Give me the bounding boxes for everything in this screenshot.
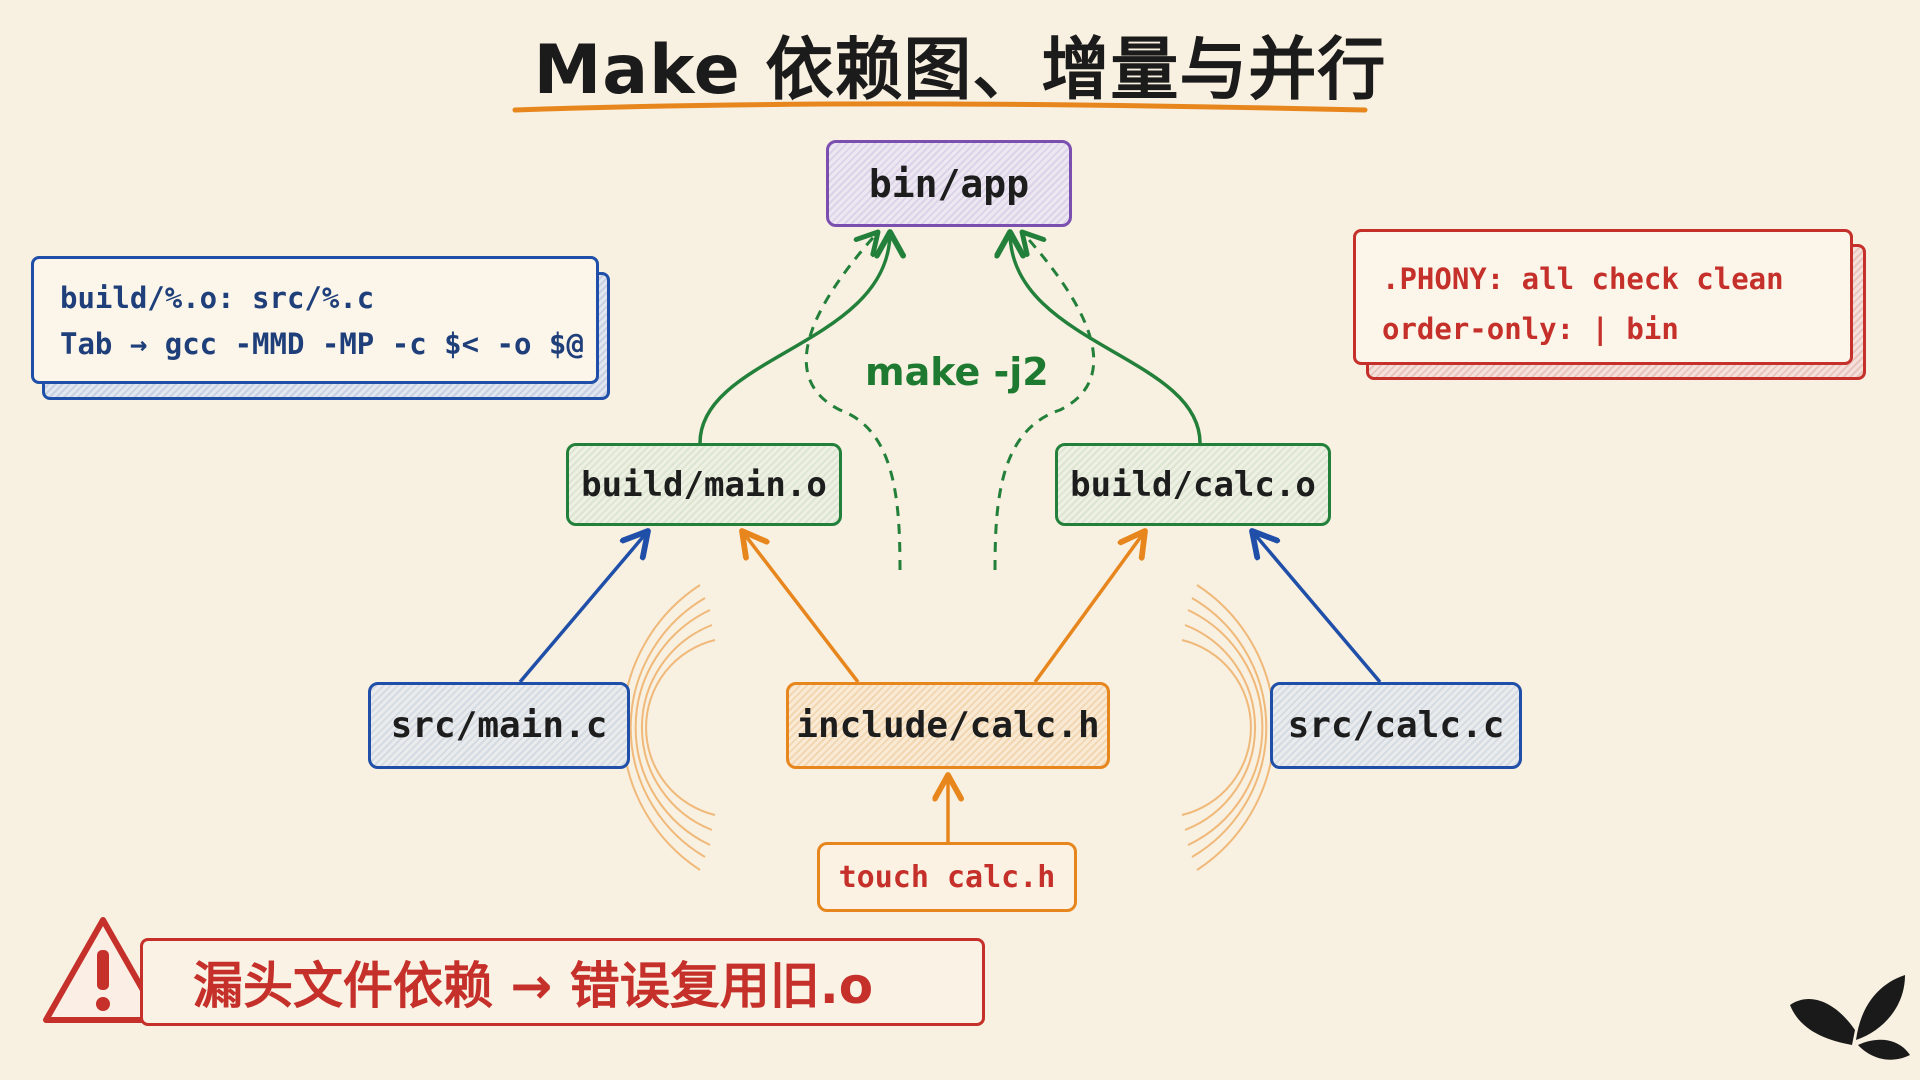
warning-banner: 漏头文件依赖 → 错误复用旧.o xyxy=(140,938,985,1026)
node-include-calc-h: include/calc.h xyxy=(786,682,1110,769)
title-underline xyxy=(512,101,1368,113)
node-bin-app: bin/app xyxy=(826,140,1072,227)
node-src-main-c: src/main.c xyxy=(368,682,630,769)
page-title: Make 依赖图、增量与并行 xyxy=(533,31,1387,110)
node-src-calc-c-label: src/calc.c xyxy=(1287,705,1505,746)
parallel-label: make -j2 xyxy=(865,350,1049,394)
node-build-main-o: build/main.o xyxy=(566,443,842,526)
phony-note-line-2: order-only: | bin xyxy=(1382,312,1679,346)
edge-calc-h-to-calc-o xyxy=(1033,531,1145,684)
node-build-calc-o-label: build/calc.o xyxy=(1070,464,1316,505)
node-src-calc-c: src/calc.c xyxy=(1270,682,1522,769)
edge-calc-c-to-calc-o xyxy=(1252,531,1382,684)
node-touch-calc-h: touch calc.h xyxy=(817,842,1077,912)
warning-triangle-icon xyxy=(43,917,163,1023)
change-ripples-right xyxy=(1181,584,1276,871)
phony-note-line-1: .PHONY: all check clean xyxy=(1382,262,1784,296)
node-build-calc-o: build/calc.o xyxy=(1055,443,1331,526)
rule-note: build/%.o: src/%.c Tab → gcc -MMD -MP -c… xyxy=(31,256,599,384)
edge-main-o-to-app xyxy=(698,232,890,444)
parallel-path-right xyxy=(993,232,1096,571)
edge-calc-o-to-app xyxy=(1010,232,1202,444)
node-bin-app-label: bin/app xyxy=(868,161,1030,206)
butterfly-icon xyxy=(1790,975,1910,1060)
rule-note-line-2: Tab → gcc -MMD -MP -c $< -o $@ xyxy=(60,327,584,361)
rule-note-line-1: build/%.o: src/%.c xyxy=(60,281,375,315)
phony-note: .PHONY: all check clean order-only: | bi… xyxy=(1353,229,1853,365)
edge-main-c-to-main-o xyxy=(518,531,648,684)
parallel-path-left xyxy=(804,232,902,571)
edge-calc-h-to-main-o xyxy=(742,531,860,684)
change-ripples-left xyxy=(621,584,716,871)
warning-text: 漏头文件依赖 → 错误复用旧.o xyxy=(193,957,874,1015)
node-src-main-c-label: src/main.c xyxy=(390,705,608,746)
node-include-calc-h-label: include/calc.h xyxy=(796,705,1100,746)
node-touch-calc-h-label: touch calc.h xyxy=(838,859,1056,895)
node-build-main-o-label: build/main.o xyxy=(581,464,827,505)
